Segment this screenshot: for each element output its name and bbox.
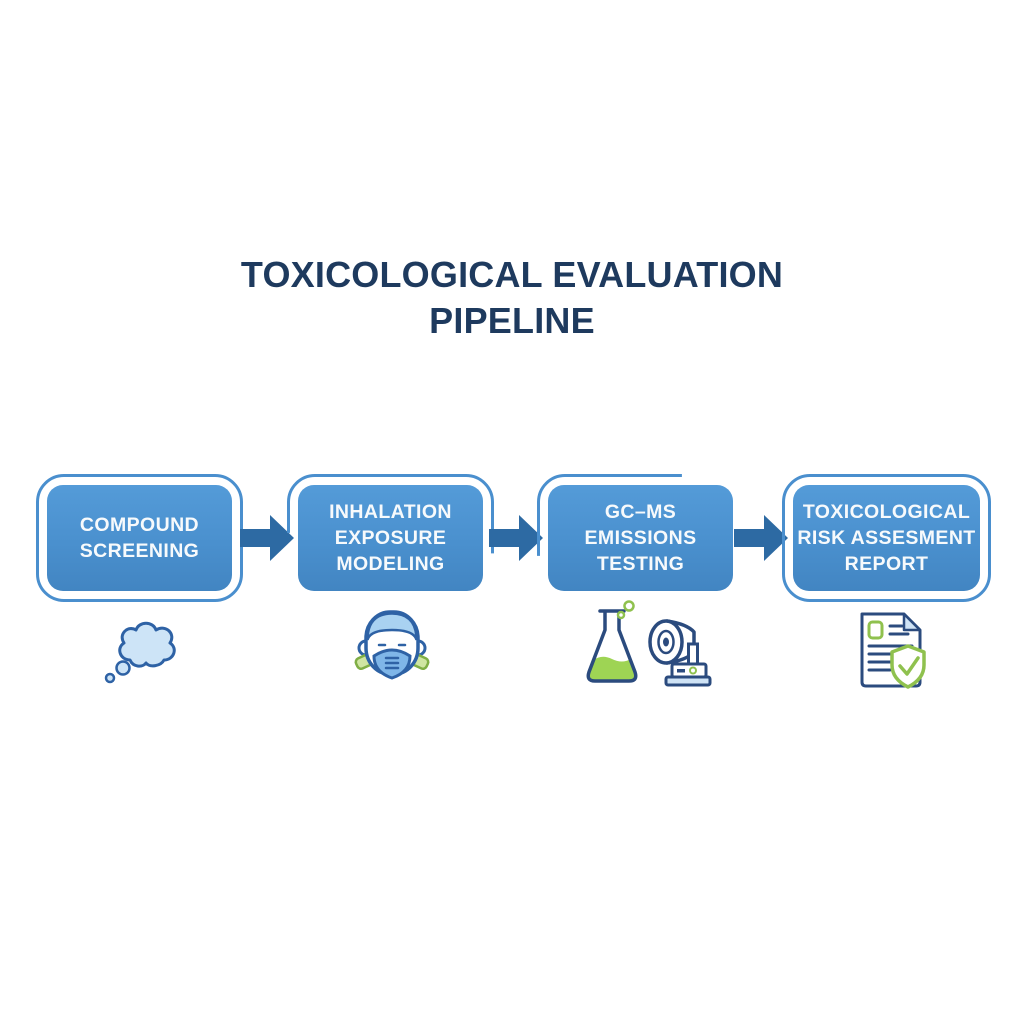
- thought-cloud-icon: [98, 608, 182, 692]
- step-box-fill: INHALATION EXPOSURE MODELING: [298, 485, 483, 591]
- step-label: GC–MS EMISSIONS TESTING: [584, 501, 697, 575]
- step-box-fill: GC–MS EMISSIONS TESTING: [548, 485, 733, 591]
- step-box-gcms-emissions-testing: GC–MS EMISSIONS TESTING: [537, 474, 744, 602]
- step-box-outline: [537, 474, 682, 556]
- flask-spectrometer-icon: [584, 600, 712, 696]
- step-box-inhalation-exposure-modeling: INHALATION EXPOSURE MODELING: [287, 474, 494, 602]
- flow-arrow-icon: [489, 514, 543, 562]
- step-label: TOXICOLOGICAL RISK ASSESMENT REPORT: [797, 501, 976, 575]
- flow-arrow-icon: [240, 514, 294, 562]
- flow-arrow-icon: [734, 514, 788, 562]
- step-box-fill: COMPOUND SCREENING: [47, 485, 232, 591]
- respirator-mask-icon: [352, 606, 432, 690]
- diagram-title-line1: TOXICOLOGICAL EVALUATION: [240, 254, 784, 295]
- step-label: INHALATION EXPOSURE MODELING: [329, 501, 452, 575]
- diagram-title-line2: PIPELINE: [429, 300, 595, 341]
- diagram-title: TOXICOLOGICAL EVALUATION PIPELINE: [0, 252, 1024, 344]
- report-shield-icon: [850, 608, 934, 696]
- step-box-outline: [782, 474, 991, 602]
- step-box-toxicological-risk-assesment-report: TOXICOLOGICAL RISK ASSESMENT REPORT: [782, 474, 991, 602]
- step-label: COMPOUND SCREENING: [79, 514, 200, 562]
- step-box-outline: [287, 474, 494, 554]
- step-box-fill: TOXICOLOGICAL RISK ASSESMENT REPORT: [793, 485, 980, 591]
- step-box-compound-screening: COMPOUND SCREENING: [36, 474, 243, 602]
